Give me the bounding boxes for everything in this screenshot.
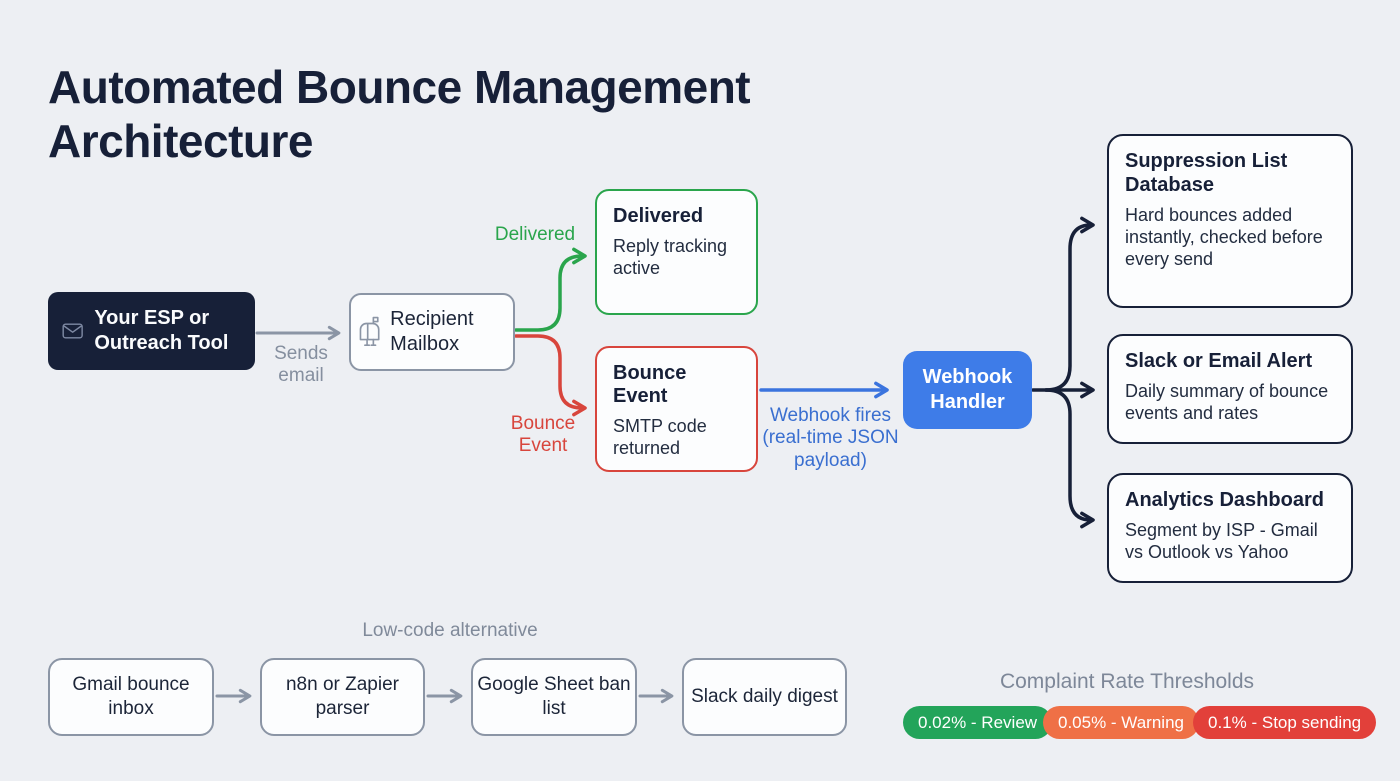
arrow-webhook-to-analytics <box>1044 388 1095 529</box>
output-title: Suppression List Database <box>1125 150 1288 196</box>
esp-node: Your ESP or Outreach Tool <box>48 292 255 370</box>
bounce-event-title: Bounce Event <box>613 362 687 407</box>
delivered-title: Delivered <box>613 205 704 227</box>
slack-email-alert-node: Slack or Email Alert Daily summary of bo… <box>1107 334 1353 444</box>
webhook-handler-label: Webhook Handler <box>922 366 1013 413</box>
step-n8n-zapier-parser: n8n or Zapier parser <box>260 658 425 736</box>
threshold-pill-review: 0.02% - Review <box>903 706 1053 739</box>
step-gmail-bounce-inbox: Gmail bounce inbox <box>48 658 214 736</box>
edge-label-webhook-fires: Webhook fires (real-time JSON payload) <box>762 405 899 471</box>
envelope-icon <box>62 323 83 339</box>
bounce-event-node: Bounce Event SMTP code returned <box>595 346 758 472</box>
mailbox-icon <box>359 316 380 347</box>
output-title: Analytics Dashboard <box>1125 489 1324 511</box>
threshold-pill-label: 0.02% - Review <box>918 712 1038 732</box>
step-label: Google Sheet ban list <box>477 674 631 719</box>
edge-label-sends-email: Sends email <box>274 343 328 387</box>
threshold-pill-label: 0.1% - Stop sending <box>1208 712 1362 732</box>
step-label: Gmail bounce inbox <box>72 674 190 719</box>
esp-label: Your ESP or Outreach Tool <box>94 307 229 354</box>
delivered-node: Delivered Reply tracking active <box>595 189 758 315</box>
arrow-webhook-to-suppression <box>1044 216 1095 392</box>
thresholds-title: Complaint Rate Thresholds <box>999 670 1255 693</box>
step-google-sheet-ban-list: Google Sheet ban list <box>471 658 637 736</box>
mailbox-node: Recipient Mailbox <box>349 293 515 371</box>
bounce-event-body: SMTP code returned <box>613 416 707 458</box>
output-body: Hard bounces added instantly, checked be… <box>1125 205 1323 269</box>
output-title: Slack or Email Alert <box>1125 350 1313 372</box>
arrow-mailbox-to-delivered <box>514 247 587 332</box>
analytics-dashboard-node: Analytics Dashboard Segment by ISP - Gma… <box>1107 473 1353 583</box>
step-label: Slack daily digest <box>691 686 838 708</box>
step-slack-daily-digest: Slack daily digest <box>682 658 847 736</box>
step-label: n8n or Zapier parser <box>285 674 399 719</box>
threshold-pill-label: 0.05% - Warning <box>1058 712 1184 732</box>
threshold-pill-stop-sending: 0.1% - Stop sending <box>1193 706 1377 739</box>
arrow-mailbox-to-bounce <box>514 334 587 417</box>
suppression-list-node: Suppression List Database Hard bounces a… <box>1107 134 1353 308</box>
mailbox-label: Recipient Mailbox <box>390 308 474 355</box>
delivered-body: Reply tracking active <box>613 236 728 278</box>
threshold-pill-warning: 0.05% - Warning <box>1043 706 1199 739</box>
edge-label-delivered: Delivered <box>494 224 576 245</box>
page-title: Automated Bounce Management Architecture <box>48 60 751 167</box>
webhook-handler-node: Webhook Handler <box>903 351 1032 429</box>
output-body: Segment by ISP - Gmail vs Outlook vs Yah… <box>1125 520 1318 562</box>
low-code-alternative-label: Low-code alternative <box>362 620 538 641</box>
edge-label-bounce-event: Bounce Event <box>510 413 576 457</box>
output-body: Daily summary of bounce events and rates <box>1125 381 1329 423</box>
